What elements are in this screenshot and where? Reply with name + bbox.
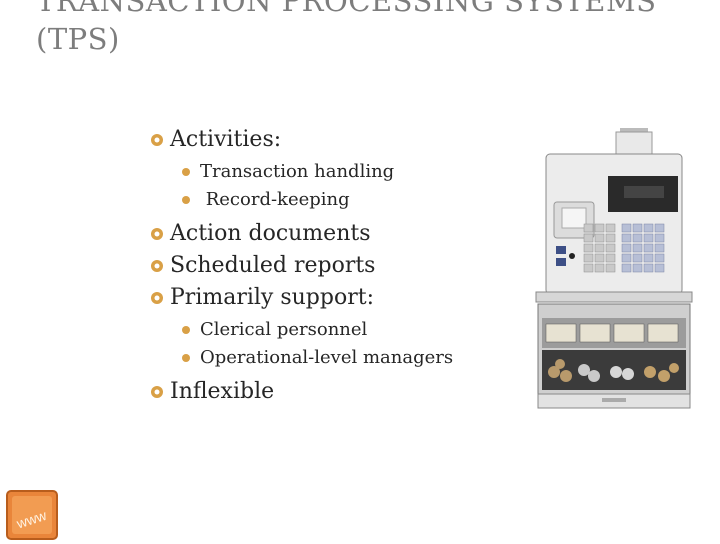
bullet-activities: Activities:	[150, 124, 530, 156]
slide-title: TRANSACTION PROCESSING SYSTEMS (TPS)	[36, 0, 716, 58]
sub-bullet-label: Clerical personnel	[200, 319, 368, 340]
sub-bullet-label: Operational-level managers	[200, 347, 454, 368]
sub-bullet: Operational-level managers	[150, 344, 530, 372]
gear-bullet-icon	[150, 291, 170, 305]
sub-bullet: Record-keeping	[150, 186, 530, 214]
sub-bullet-label: Record-keeping	[200, 189, 350, 210]
sub-bullet: Clerical personnel	[150, 316, 530, 344]
bullet-label: Scheduled reports	[170, 253, 376, 278]
dot-icon	[182, 326, 190, 334]
bullet-scheduled-reports: Scheduled reports	[150, 250, 530, 282]
dot-icon	[182, 354, 190, 362]
bullet-inflexible: Inflexible	[150, 376, 530, 408]
bullet-label: Inflexible	[170, 379, 275, 404]
gear-bullet-icon	[150, 133, 170, 147]
slide-title-line2: (TPS)	[36, 22, 120, 56]
cash-register-image	[535, 128, 693, 409]
bullet-primarily-support: Primarily support:	[150, 282, 530, 314]
bullet-list: Activities: Transaction handling Record-…	[150, 124, 530, 408]
www-button-icon[interactable]: www	[6, 490, 60, 540]
dot-icon	[182, 196, 190, 204]
bullet-label: Action documents	[170, 221, 371, 246]
gear-bullet-icon	[150, 385, 170, 399]
bullet-label: Primarily support:	[170, 285, 374, 310]
gear-bullet-icon	[150, 259, 170, 273]
sub-bullet: Transaction handling	[150, 158, 530, 186]
bullet-action-documents: Action documents	[150, 218, 530, 250]
gear-bullet-icon	[150, 227, 170, 241]
bullet-label: Activities:	[170, 127, 282, 152]
dot-icon	[182, 168, 190, 176]
slide-title-line1: TRANSACTION PROCESSING SYSTEMS	[36, 0, 657, 18]
sub-bullet-label: Transaction handling	[200, 161, 395, 182]
